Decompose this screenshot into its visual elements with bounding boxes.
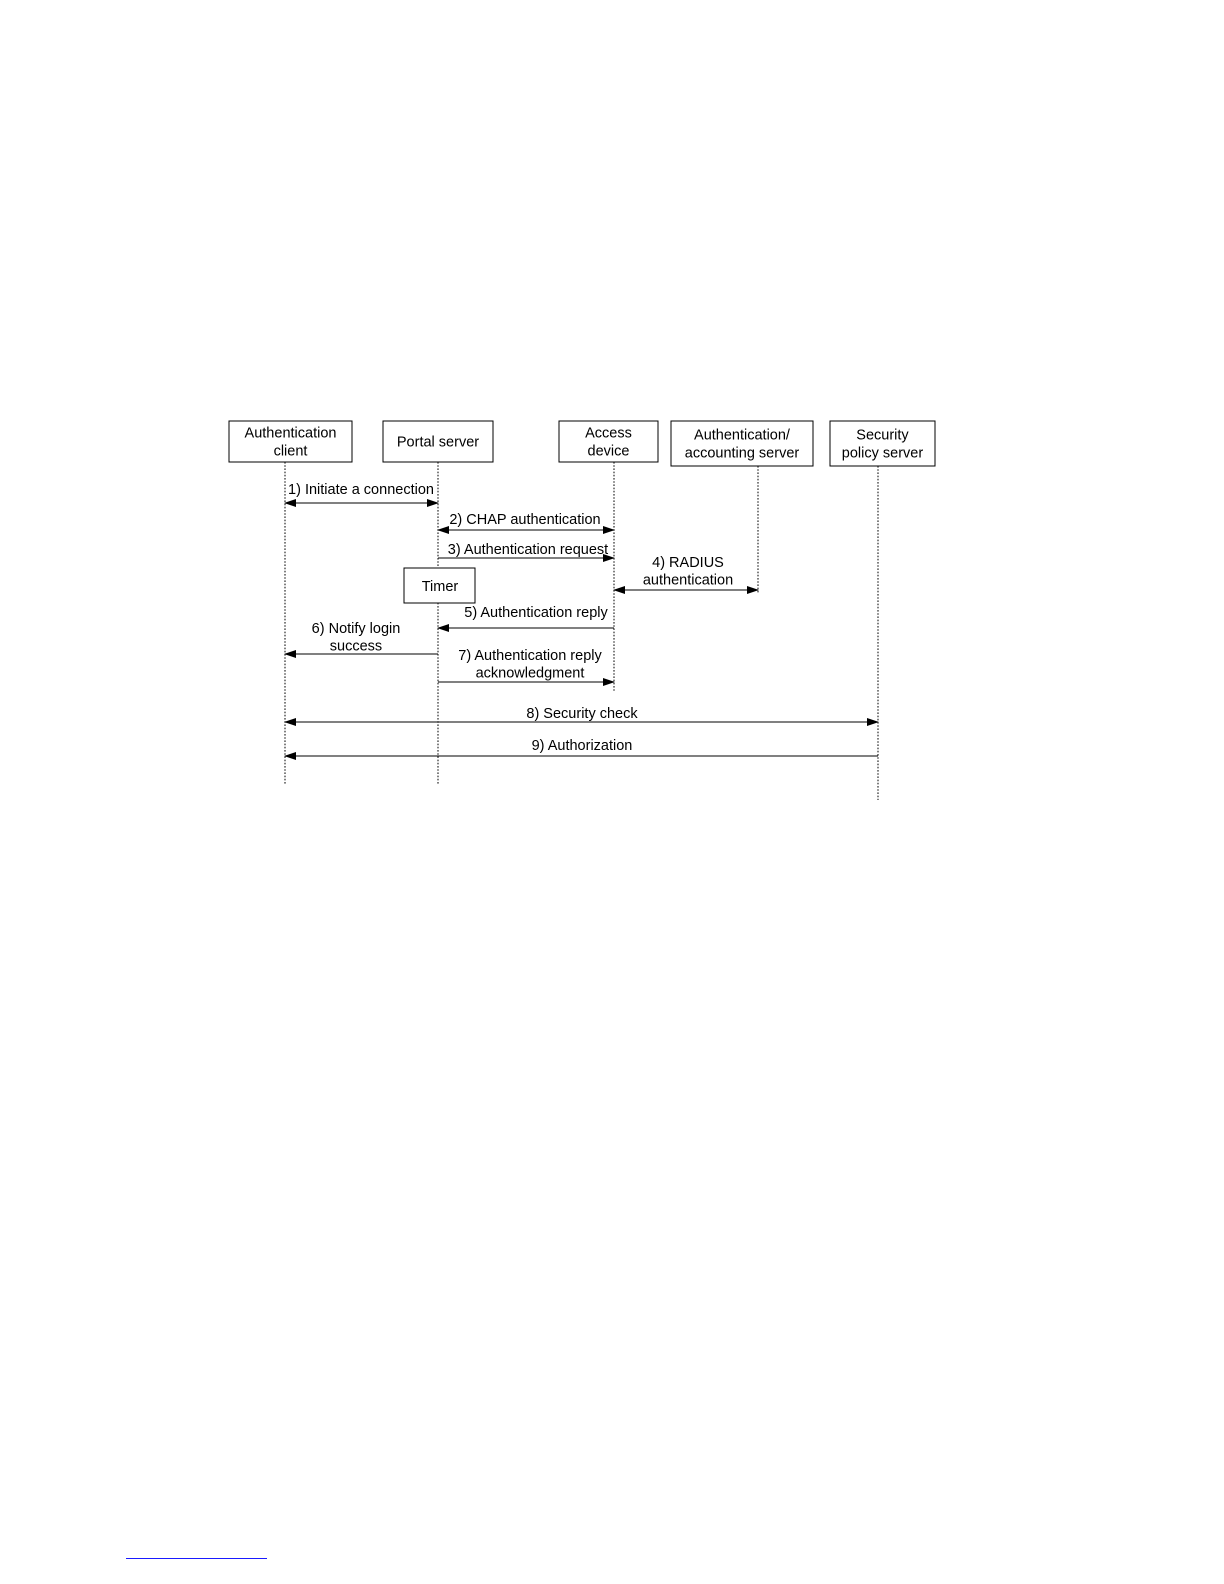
- participant-box-client: [228, 420, 353, 463]
- timer-rect: [403, 567, 476, 604]
- participant-box-portal: [382, 420, 494, 463]
- participant-label-access-line-1: Access: [585, 426, 632, 442]
- message-label-m4-line-2: authentication: [643, 573, 733, 589]
- message-label-m3-line-1: 3) Authentication request: [448, 542, 608, 558]
- message-label-m8-line-1: 8) Security check: [526, 706, 638, 722]
- messages: 1) Initiate a connection 2) CHAP authenti…: [284, 482, 879, 760]
- message-label-m9-line-1: 9) Authorization: [532, 738, 633, 754]
- message-m5: 5) Authentication reply: [437, 605, 614, 632]
- timer-label: Timer: [422, 579, 459, 595]
- participant-access: Access device: [558, 420, 659, 463]
- message-label-m5-line-1: 5) Authentication reply: [464, 605, 608, 621]
- participant-box-security: [829, 420, 936, 467]
- participant-label-security-line-1: Security: [856, 428, 909, 444]
- message-label-m2-line-1: 2) CHAP authentication: [449, 512, 600, 528]
- message-label-m1-line-1: 1) Initiate a connection: [288, 482, 434, 498]
- participant-box-access: [558, 420, 659, 463]
- message-m9: 9) Authorization: [284, 738, 878, 760]
- message-m2: 2) CHAP authentication: [437, 512, 615, 534]
- footnote-rule: [126, 1558, 267, 1559]
- participant-box-aaa: [670, 420, 814, 467]
- participant-label-client-line-1: Authentication: [245, 426, 337, 442]
- participant-label-aaa-line-1: Authentication/: [694, 428, 791, 444]
- participant-aaa: Authentication/accounting server: [670, 420, 814, 467]
- participant-label-portal-line-1: Portal server: [397, 435, 479, 451]
- message-label-m7-line-2: acknowledgment: [476, 666, 585, 682]
- message-m7: 7) Authentication reply acknowledgment: [438, 648, 615, 686]
- timer-box: Timer: [403, 567, 476, 604]
- participant-label-client-line-2: client: [274, 444, 308, 460]
- message-m6: 6) Notify login success: [284, 621, 438, 658]
- participant-label-security-line-2: policy server: [842, 446, 924, 462]
- participant-label-access-line-2: device: [588, 444, 630, 460]
- message-m4: 4) RADIUS authentication: [613, 555, 759, 594]
- participant-label-aaa-line-2: accounting server: [685, 446, 800, 462]
- lifelines: [284, 462, 879, 800]
- message-label-m6-line-1: 6) Notify login: [312, 621, 401, 637]
- message-m1: 1) Initiate a connection: [284, 482, 439, 507]
- participant-security: Security policy server: [829, 420, 936, 467]
- message-label-m4-line-1: 4) RADIUS: [652, 555, 724, 571]
- message-m3: 3) Authentication request: [438, 542, 615, 562]
- participant-client: Authentication client: [228, 420, 353, 463]
- message-label-m6-line-2: success: [330, 639, 382, 655]
- participant-portal: Portal server: [382, 420, 494, 463]
- message-m8: 8) Security check: [284, 706, 879, 726]
- message-label-m7-line-1: 7) Authentication reply: [458, 648, 602, 664]
- participant-boxes: Authentication client Portal server Access d…: [228, 420, 936, 604]
